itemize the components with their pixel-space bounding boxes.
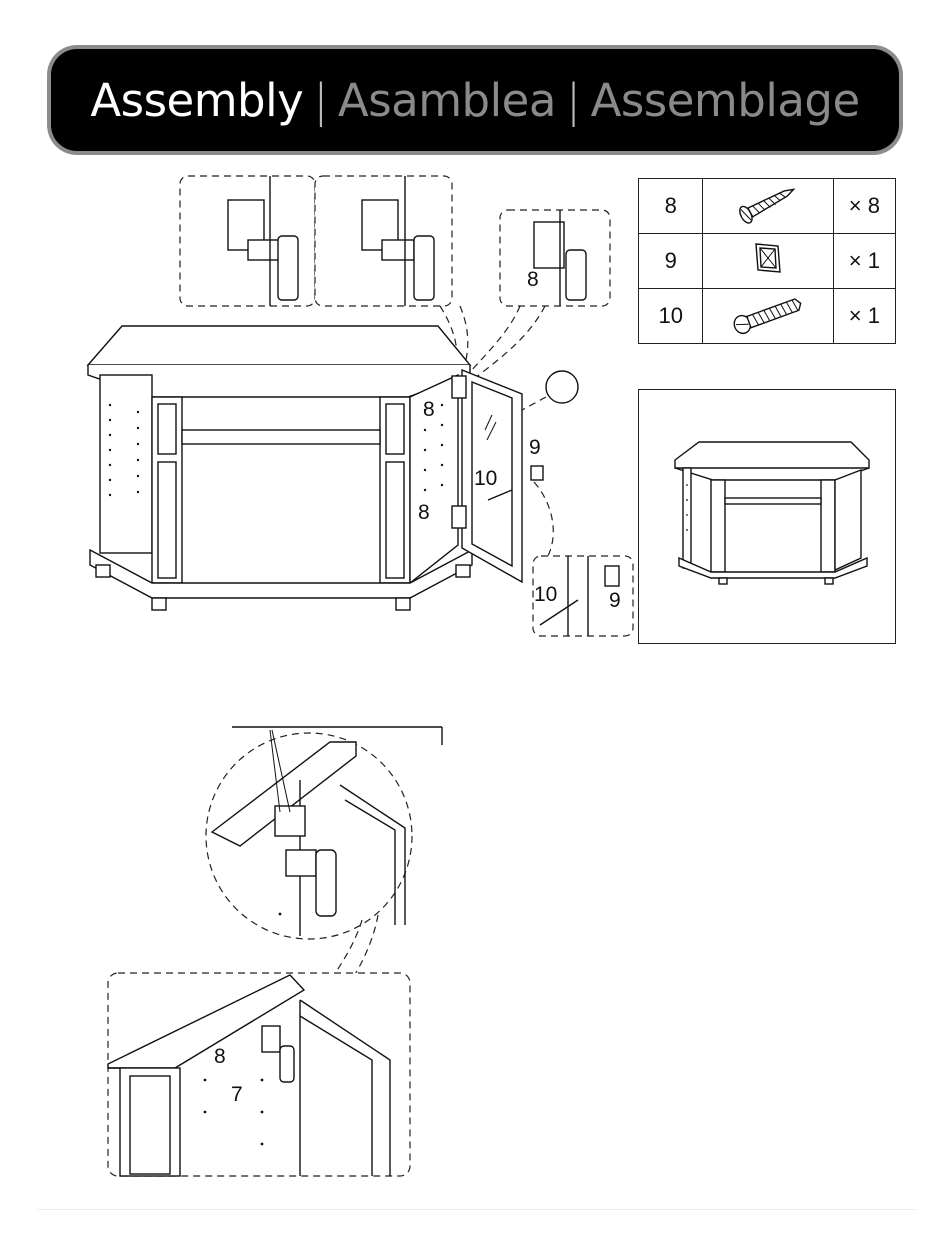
callout-lower-screw: 8 <box>418 502 430 523</box>
callout-bottom-screw: 8 <box>214 1046 226 1067</box>
lower-hinge <box>452 506 466 528</box>
finished-cabinet-illustration <box>639 390 897 645</box>
left-front-post <box>152 397 182 583</box>
corner-detail-box <box>108 973 410 1176</box>
table-row: 9 × 1 <box>639 234 896 289</box>
finished-cabinet-preview <box>638 389 896 644</box>
title-separator: | <box>566 74 581 127</box>
part-quantity: × 1 <box>833 234 895 289</box>
callout-detail-knob: 9 <box>609 590 621 611</box>
title-french: Assemblage <box>591 74 860 127</box>
right-front-post <box>380 397 410 583</box>
title-separator: | <box>313 74 328 127</box>
part-number: 9 <box>639 234 703 289</box>
title-spanish: Asamblea <box>338 74 556 127</box>
hinge-closeup-circle <box>206 733 412 939</box>
title-english: Assembly <box>90 74 303 127</box>
callout-hinge-part: 7 <box>231 1084 243 1105</box>
cabinet-shelf <box>182 430 380 444</box>
cabinet-left-side <box>100 375 152 553</box>
part-quantity: × 8 <box>833 179 895 234</box>
callout-knob: 9 <box>529 437 541 458</box>
part-quantity: × 1 <box>833 289 895 344</box>
machine-screw-icon <box>703 289 833 344</box>
header-banner: Assembly|Asamblea|Assemblage <box>51 49 899 151</box>
hinge-sketch-1 <box>228 176 298 306</box>
hinge-detail-inset-1 <box>180 176 315 306</box>
callout-detail-screw: 10 <box>534 584 557 605</box>
table-row: 10 × 1 <box>639 289 896 344</box>
callout-upper-screw: 8 <box>423 399 435 420</box>
table-row: 8 × 8 <box>639 179 896 234</box>
callout-screw-detail: 8 <box>527 269 539 290</box>
part-number: 10 <box>639 289 703 344</box>
hinge-sketch-2 <box>362 176 434 306</box>
knob-icon <box>703 234 833 289</box>
footer-divider <box>38 1209 916 1210</box>
parts-table: 8 × 8 9 × 1 10 <box>638 178 896 344</box>
door-knob <box>531 466 543 480</box>
part-number: 8 <box>639 179 703 234</box>
cabinet-top <box>88 326 470 365</box>
screw-detail-inset <box>500 210 610 306</box>
cabinet-base <box>90 550 472 598</box>
marker-circle <box>546 371 578 403</box>
callout-knob-screw: 10 <box>474 468 497 489</box>
upper-hinge <box>452 376 466 398</box>
wood-screw-icon <box>703 179 833 234</box>
hinge-detail-inset-2 <box>315 176 452 306</box>
page-title: Assembly|Asamblea|Assemblage <box>90 78 859 123</box>
hinge-sketch-3 <box>534 210 586 306</box>
